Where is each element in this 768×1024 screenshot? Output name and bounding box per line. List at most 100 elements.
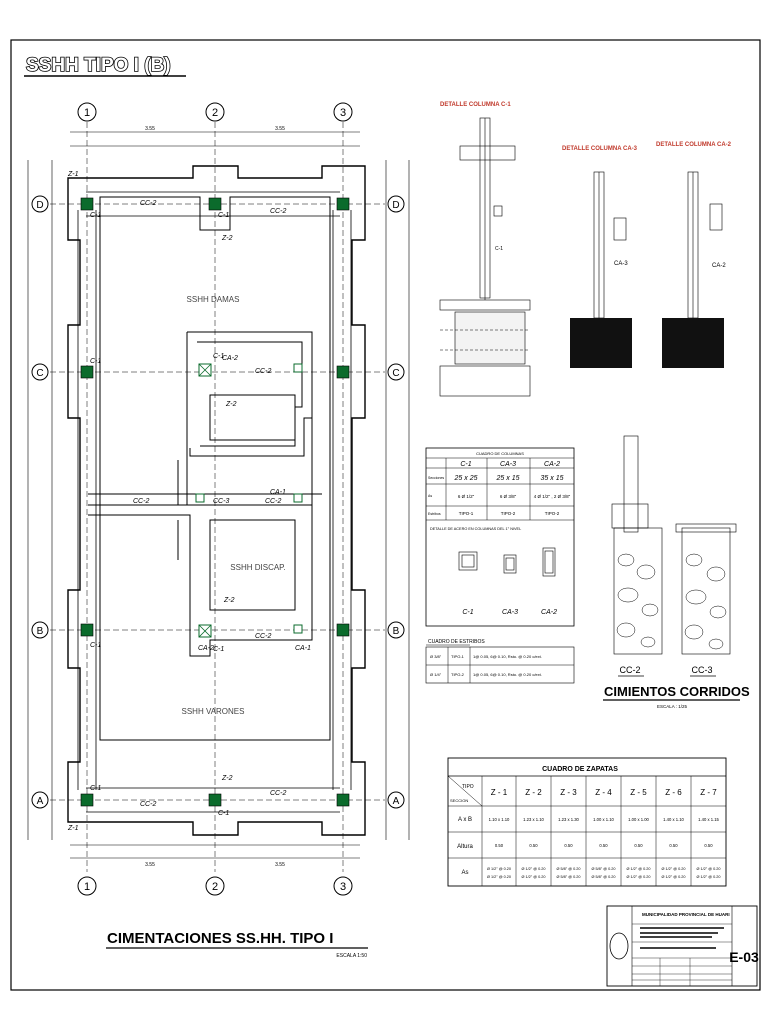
grid-bubble-1-bottom [77,876,97,896]
section-ca2-label: CA-2 [541,609,557,616]
dim-bottom-1: 3.55 [145,862,155,868]
cc2-section-label: CC-2 [619,665,640,675]
stirrups-table: CUADRO DE ESTRIBOS Ø 3/8" TIPO-1 1@ 0.05… [425,639,575,684]
grid-label-A-left: A [37,796,44,807]
zapata-type-header: Z - 1 [491,788,508,797]
cimientos-scale: ESCALA : 1/25 [657,704,688,709]
sheet-title: SSHH TIPO I (B) [26,55,171,76]
column-c1 [80,197,94,211]
stirrup-type-2: TIPO-2 [451,672,465,677]
grid-bubble-2-bottom [205,876,225,896]
cell-ca3-as: 6 Ø 3/8" [500,494,517,499]
zapata-altura-cell: 0.50 [529,843,538,848]
detail-ca2-footing [662,318,724,368]
room-damas: SSHH DAMAS [187,295,240,304]
columns-table-title: CUADRO DE COLUMNAS [476,451,524,456]
zapata-as-cell: Ø 1/2" @ 0.20 [627,867,651,871]
cell-ca3-seccion: 25 x 15 [496,475,520,482]
zapatas-header-tipo: TIPO [462,784,474,790]
zapata-as-cell: Ø 1/2" @ 0.20 [697,875,721,879]
row-label-estribos: Estribos [428,512,441,516]
detail-ca3-footing [570,318,632,368]
detail-ca3-label: CA-3 [614,261,628,267]
dim-top-1: 3.55 [145,126,155,132]
plan-title: CIMENTACIONES SS.HH. TIPO I [107,930,333,947]
zapata-as-cell: Ø 1/2" @ 0.20 [662,875,686,879]
grid-label-B-left: B [37,626,44,637]
label-ca2: CA-2 [222,355,238,362]
label-cc2: CC-2 [270,208,286,215]
cell-ca3-estribos: TIPO-2 [501,511,516,516]
detail-ca3-title: DETALLE COLUMNA CA-3 [562,146,638,152]
zapata-axb-cell: 1.00 x 1.00 [628,817,649,822]
label-c1: C-1 [90,212,101,219]
cell-ca2-as: 4 Ø 1/2" , 2 Ø 3/8" [534,494,571,499]
label-cc2: CC-2 [255,633,271,640]
zapata-as-cell: Ø 1/2" @ 0.20 [697,867,721,871]
zapata-as-cell: Ø 5/8" @ 0.20 [592,867,616,871]
grid-bubble-D-left [31,195,49,213]
column-c1 [336,365,350,379]
label-z2: Z-2 [221,235,233,242]
zapata-as-cell: Ø 5/8" @ 0.20 [592,875,616,879]
stirrup-spec-1: 1@ 0.05, 6@ 0.10, Rsto. @ 0.20 c/ext. [473,654,542,659]
column-ca3 [293,493,303,503]
grid-label-3-top: 3 [340,107,346,119]
column-c1 [80,623,94,637]
cimientos-corridos: CC-2 CC-3 CIMIENTOS CORRIDOS ESCALA : 1/… [603,435,750,709]
zapata-altura-cell: 0.50 [634,843,643,848]
grid-bubble-2-top [205,102,225,122]
grid-bubble-B-left [31,621,49,639]
zapata-altura-cell: 0.50 [495,843,504,848]
zapata-as-cell: Ø 5/8" @ 0.20 [557,875,581,879]
detail-c1-title: DETALLE COLUMNA C-1 [440,102,511,108]
cc3-section-label: CC-3 [691,665,712,675]
zapatas-row-axb-label: A x B [458,817,472,823]
grid-label-B-right: B [393,626,400,637]
grid-bubble-1-top [77,102,97,122]
stirrup-bar-1: Ø 3/8" [430,654,442,659]
zapata-altura-cell: 0.50 [564,843,573,848]
cell-c1-estribos: TIPO-1 [459,511,474,516]
column-c1 [80,365,94,379]
label-c1: C-1 [213,646,224,653]
label-z1: Z-1 [67,825,79,832]
zapata-as-cell: Ø 1/2" @ 0.20 [522,875,546,879]
cell-c1-as: 6 Ø 1/2" [458,494,475,499]
zapata-as-cell: Ø 1/2" @ 0.20 [487,867,511,871]
column-details: DETALLE COLUMNA C-1 DETALLE COLUMNA CA-3… [439,102,732,397]
grid-label-1-top: 1 [84,107,90,119]
label-cc2: CC-2 [140,200,156,207]
column-c1 [80,793,94,807]
label-c1: C-1 [90,785,101,792]
label-c1: C-1 [90,358,101,365]
columns-table-subtitle: DETALLE DE ACERO EN COLUMNAS DEL 1° NIVE… [430,527,521,531]
zapatas-row-as-label: As [461,870,468,876]
col-header-c1: C-1 [460,461,471,468]
grid-label-D-right: D [392,200,399,211]
label-cc2: CC-2 [265,498,281,505]
zapata-type-header: Z - 2 [525,788,542,797]
cell-ca2-seccion: 35 x 15 [541,475,564,482]
label-z1: Z-1 [67,171,79,178]
label-z2: Z-2 [221,775,233,782]
dim-top-2: 3.55 [275,126,285,132]
grid-bubble-C-right [387,363,405,381]
cyclopean-concrete [616,553,727,650]
column-c1 [336,623,350,637]
detail-ca2-title: DETALLE COLUMNA CA-2 [656,142,732,148]
municipality-seal [609,932,629,960]
label-z2: Z-2 [225,401,237,408]
grid-label-2-bottom: 2 [212,881,218,893]
room-varones: SSHH VARONES [182,707,245,716]
label-ca1: CA-1 [270,489,286,496]
stirrups-title: CUADRO DE ESTRIBOS [428,639,485,645]
grid-label-1-bottom: 1 [84,881,90,893]
label-cc2: CC-2 [270,790,286,797]
label-cc2: CC-2 [133,498,149,505]
label-ca2: CA-2 [198,645,214,652]
label-cc3: CC-3 [213,498,229,505]
zapata-axb-cell: 1.40 x 1.15 [698,817,719,822]
column-ca3 [293,363,303,373]
